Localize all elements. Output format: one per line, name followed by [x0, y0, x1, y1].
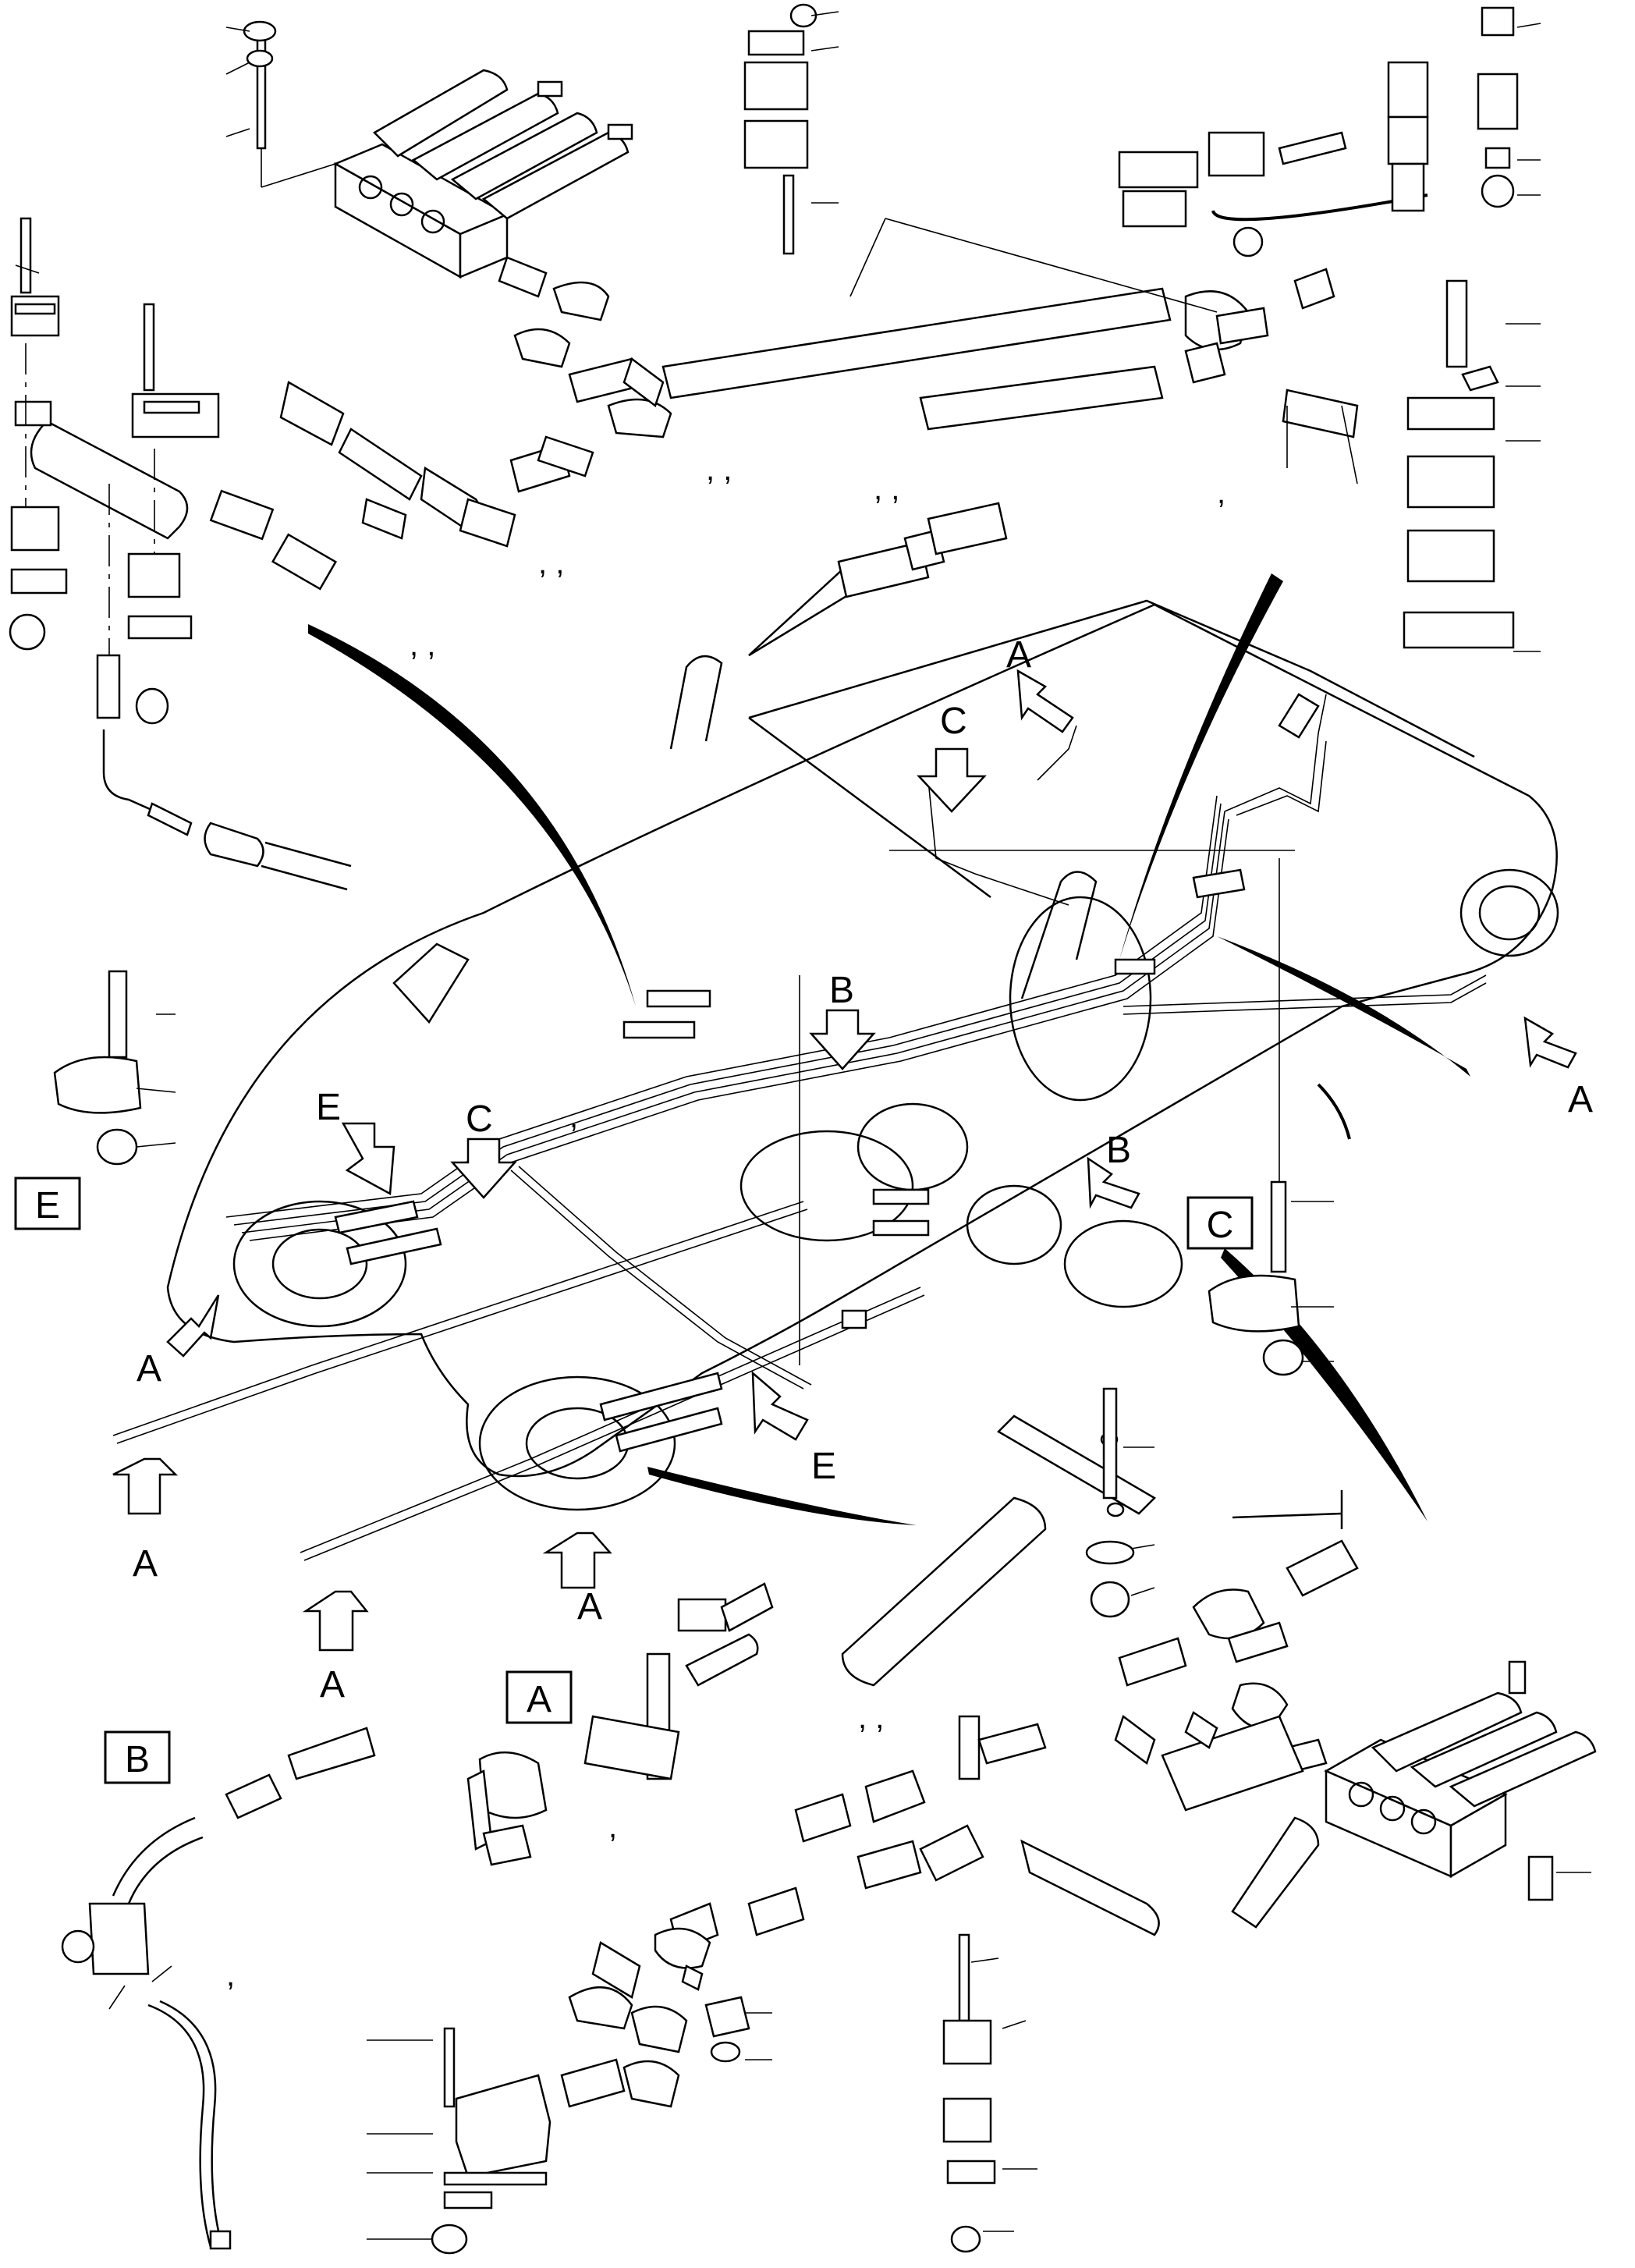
- callout-a-top: A: [1006, 634, 1031, 676]
- callout-a-boom-foot: A: [577, 1586, 602, 1627]
- callout-letters: A C B B A E C A E A A A: [133, 634, 1593, 1705]
- callout-a-right: A: [1568, 1079, 1593, 1120]
- comma-group-8: ,: [226, 1958, 235, 1993]
- detail-b-parts: [61, 1727, 376, 2250]
- comma-group-9: ,: [569, 1100, 578, 1134]
- comma-group-7: ,: [608, 1810, 617, 1844]
- detail-box-c-label: C: [1207, 1205, 1234, 1246]
- detail-box-e-label: E: [35, 1185, 60, 1226]
- callout-a-lower-left: A: [133, 1543, 158, 1585]
- comma-group-3: ,: [1217, 476, 1225, 510]
- comma-group-1: , ,: [706, 453, 732, 487]
- callout-e-lower: E: [811, 1446, 836, 1487]
- hydraulic-tube-runs: [112, 693, 1487, 1561]
- callout-c-top: C: [940, 701, 967, 742]
- detail-box-a: A: [505, 1670, 573, 1724]
- bottom-center-exploded-fittings: [431, 1582, 996, 2255]
- comma-group-6: , ,: [858, 1701, 884, 1735]
- detail-box-a-label: A: [527, 1679, 552, 1720]
- callout-arrows: [112, 669, 1577, 1652]
- part-leader-ticks: [108, 11, 1591, 2240]
- callout-e-left: E: [316, 1087, 341, 1128]
- leader-lines-top: [15, 148, 1358, 484]
- comma-markers: , , , , , , , , , , , , , ,: [226, 453, 1225, 1993]
- comma-group-2: , ,: [874, 472, 899, 506]
- comma-group-5: , ,: [410, 628, 435, 662]
- callout-b-center: B: [829, 970, 854, 1011]
- detail-box-e: E: [14, 1177, 81, 1230]
- callout-a-left: A: [137, 1348, 161, 1390]
- comma-group-4: , ,: [538, 546, 564, 580]
- detail-e-parts: [53, 970, 142, 1166]
- boom-assembly: [166, 599, 1559, 1511]
- callout-a-lower-center: A: [320, 1664, 345, 1705]
- detail-c-parts: [1208, 1180, 1304, 1376]
- detail-box-b: B: [104, 1730, 171, 1784]
- callout-c-left: C: [466, 1099, 493, 1140]
- detail-box-c: C: [1186, 1196, 1254, 1250]
- callout-b-right: B: [1106, 1130, 1131, 1171]
- top-left-exploded-fittings: [9, 3, 1519, 891]
- detail-box-b-label: B: [125, 1739, 150, 1780]
- bottom-right-exploded-fittings: [685, 1387, 1597, 1936]
